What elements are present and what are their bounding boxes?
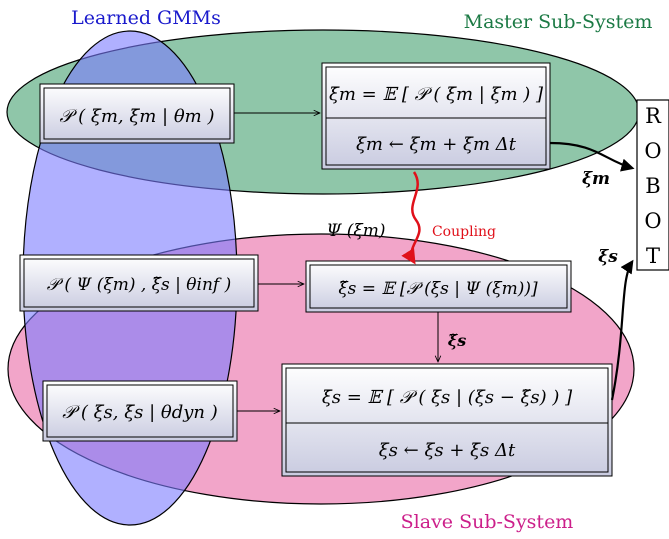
master-velocity-formula: ξ̇m = 𝔼 [ 𝒫 ( ξ̇m | ξm ) ] [329, 84, 544, 105]
robot-letter-1: R [645, 104, 662, 128]
xi-tilde-s-label: ξ̃s [448, 331, 466, 350]
slave-velocity-formula: ξ̇s = 𝔼 [ 𝒫 ( ξ̇s | (ξs − ξ̃s) ) ] [322, 387, 573, 408]
inference-formula: ξ̃s = 𝔼 [𝒫 (ξs | Ψ (ξm))] [338, 279, 538, 299]
robot-letter-4: O [644, 209, 661, 233]
master-computation-box: ξ̇m = 𝔼 [ 𝒫 ( ξ̇m | ξm ) ] ξm ← ξm + ξ̇m… [321, 62, 551, 170]
robot-box: R O B O T [636, 99, 669, 271]
gmm-inf-box: 𝒫 ( Ψ (ξm) , ξ̃s | θinf ) [19, 254, 259, 312]
slave-subsystem-label: Slave Sub-System [401, 511, 574, 533]
gmm-dyn-formula: 𝒫 ( ξs, ξ̇s | θdyn ) [62, 402, 218, 423]
robot-letter-3: B [645, 174, 660, 198]
master-subsystem-label: Master Sub-System [464, 11, 653, 33]
inference-box: ξ̃s = 𝔼 [𝒫 (ξs | Ψ (ξm))] [305, 260, 572, 313]
xi-s-label: ξs [598, 247, 618, 267]
slave-update-formula: ξs ← ξs + ξ̇s Δt [379, 440, 516, 461]
xi-m-label: ξm [582, 169, 610, 189]
learned-gmms-label: Learned GMMs [71, 7, 221, 29]
psi-label: Ψ (ξm) [326, 221, 385, 241]
coupling-arrow [401, 171, 421, 265]
gmm-master-box: 𝒫 ( ξm, ξ̇m | θm ) [39, 83, 235, 144]
slave-computation-box: ξ̇s = 𝔼 [ 𝒫 ( ξ̇s | (ξs − ξ̃s) ) ] ξs ← … [281, 363, 613, 477]
robot-letter-2: O [644, 139, 661, 163]
gmm-dyn-box: 𝒫 ( ξs, ξ̇s | θdyn ) [42, 380, 238, 442]
arrow-master-to-robot [549, 141, 635, 172]
master-update-formula: ξm ← ξm + ξ̇m Δt [356, 134, 517, 155]
robot-letter-5: T [646, 244, 660, 268]
gmm-master-formula: 𝒫 ( ξm, ξ̇m | θm ) [59, 106, 214, 127]
arrow-slave-to-robot [610, 259, 634, 401]
gmm-inf-formula: 𝒫 ( Ψ (ξm) , ξ̃s | θinf ) [47, 275, 232, 295]
coupling-label: Coupling [432, 224, 496, 240]
